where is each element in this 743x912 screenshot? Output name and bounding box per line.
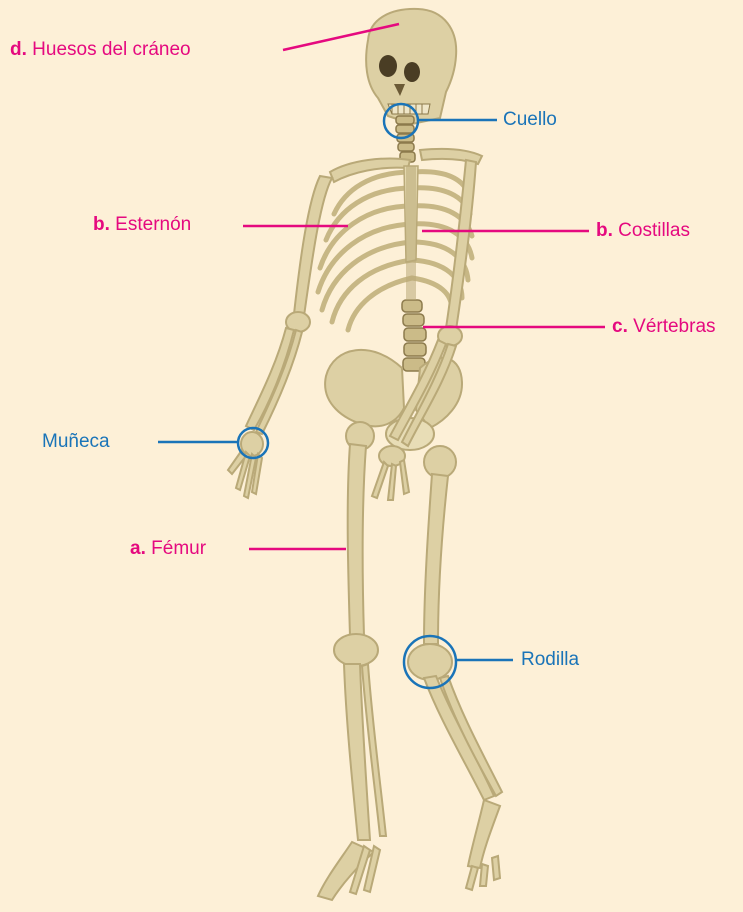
label-letter: b. (93, 214, 110, 235)
label-text: Huesos del cráneo (32, 39, 190, 60)
label-letter: b. (596, 220, 613, 241)
label-letter: a. (130, 538, 146, 559)
label-letter: c. (612, 316, 628, 337)
label-text: Muñeca (42, 431, 110, 452)
label-text: Rodilla (521, 649, 579, 670)
label-vertebras: c. Vértebras (612, 316, 716, 338)
label-huesos-del-craneo: d. Huesos del cráneo (10, 39, 191, 61)
label-femur: a. Fémur (130, 538, 206, 560)
label-text: Vértebras (633, 316, 715, 337)
label-costillas: b. Costillas (596, 220, 690, 242)
spine-thoracic (406, 166, 416, 300)
label-cuello: Cuello (503, 109, 557, 131)
label-text: Costillas (618, 220, 690, 241)
label-letter: d. (10, 39, 27, 60)
label-rodilla: Rodilla (521, 649, 579, 671)
label-text: Esternón (115, 214, 191, 235)
right-arm (228, 176, 332, 498)
label-text: Cuello (503, 109, 557, 130)
label-esternon: b. Esternón (93, 214, 191, 236)
label-muneca: Muñeca (42, 431, 110, 453)
label-text: Fémur (151, 538, 206, 559)
